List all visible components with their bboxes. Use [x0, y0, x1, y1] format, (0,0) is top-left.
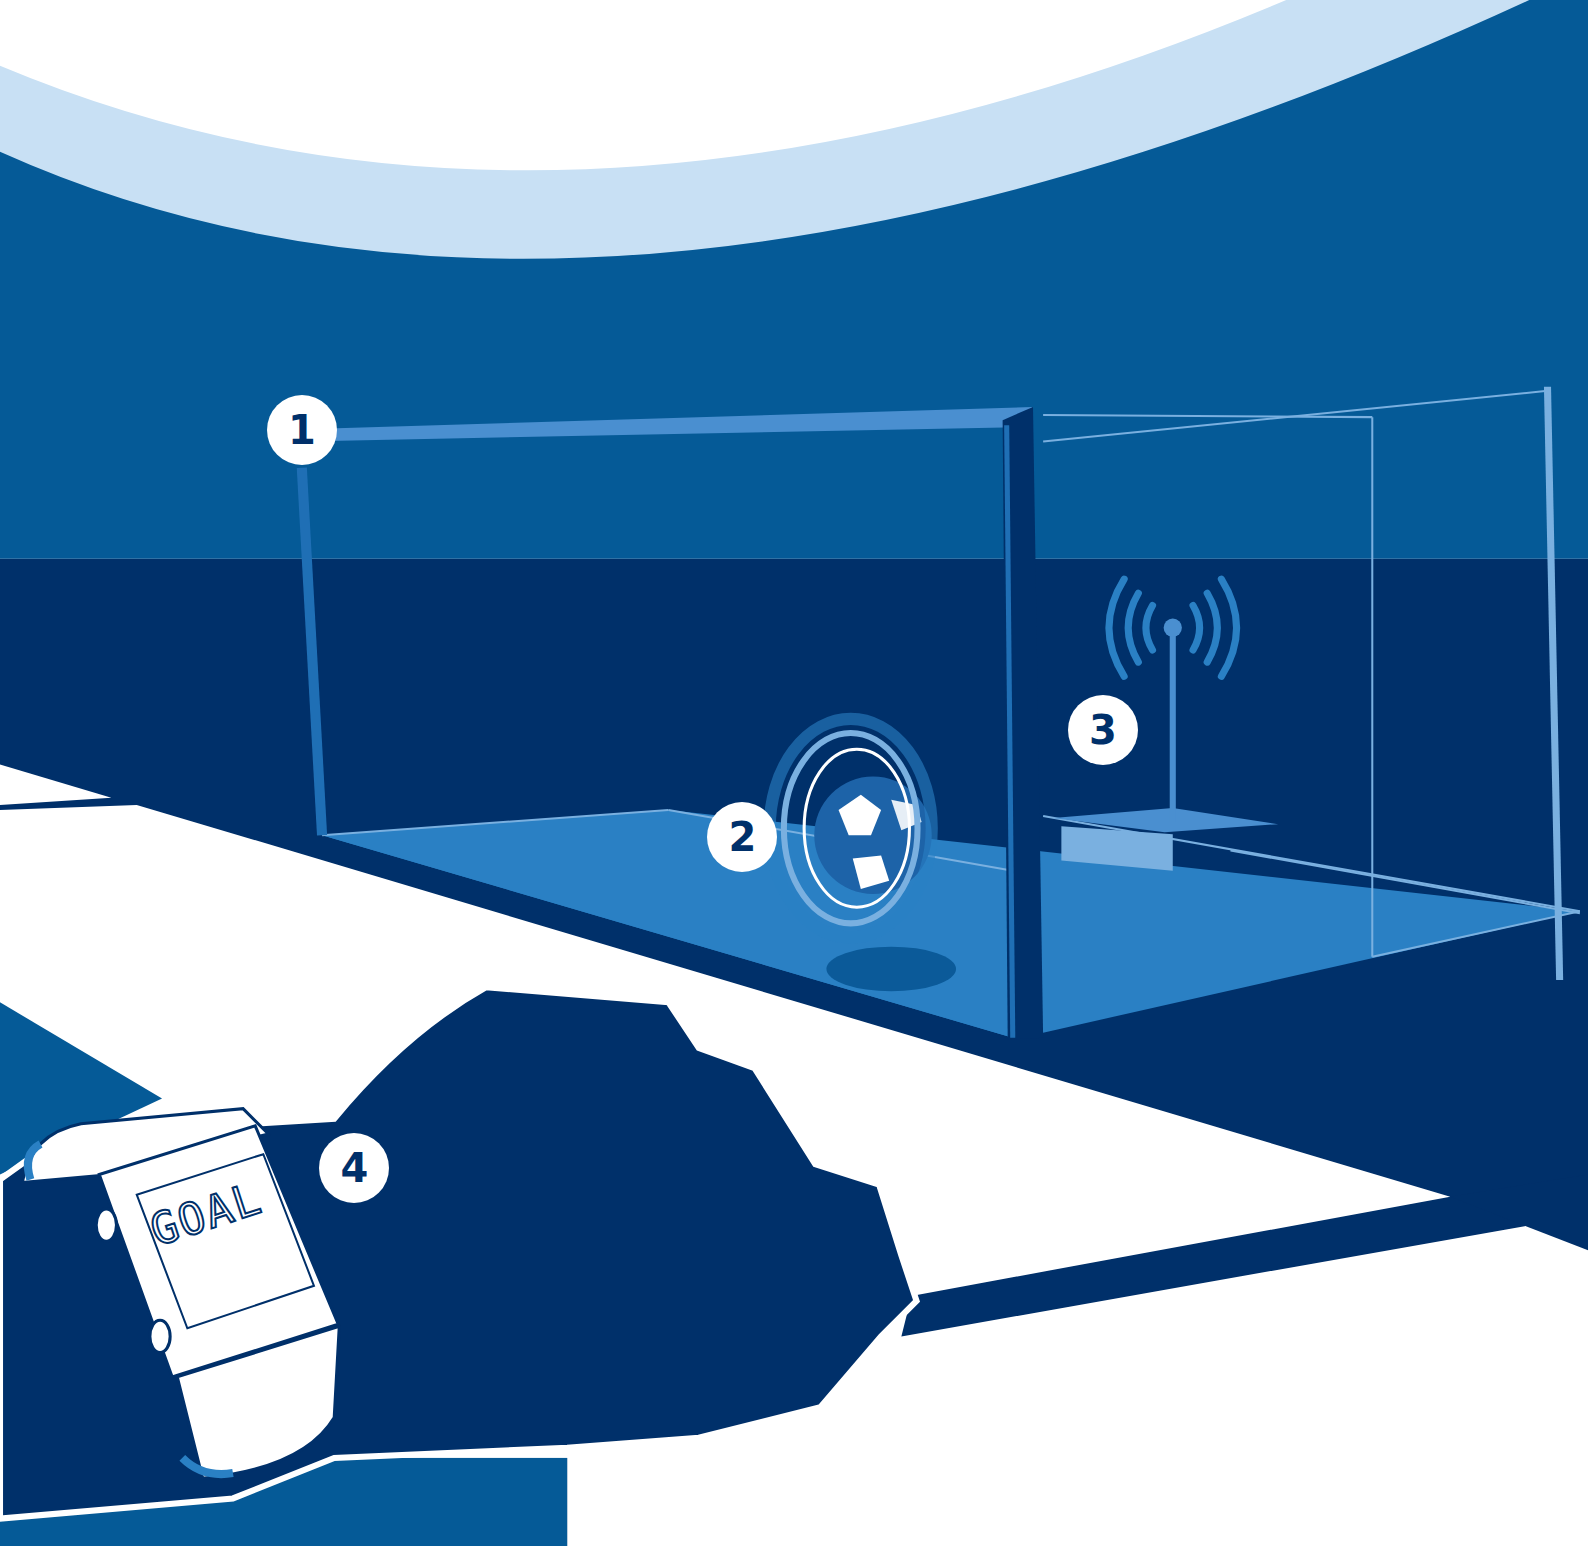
hand	[0, 987, 917, 1519]
ball-signal	[770, 719, 932, 938]
pitch	[0, 805, 1588, 1546]
callout-number: 2	[707, 802, 777, 872]
left-post	[302, 468, 322, 836]
pitch-line	[0, 764, 111, 804]
net-post	[1547, 387, 1559, 980]
ball-shadow	[826, 947, 956, 992]
sky-band	[0, 0, 1588, 559]
callout-number: 4	[319, 1133, 389, 1203]
callout-number: 1	[267, 395, 337, 465]
lower-wall	[0, 559, 1588, 1546]
watch	[22, 1109, 339, 1479]
right-post	[1003, 407, 1044, 1040]
callout-number: 3	[1068, 695, 1138, 765]
receiver	[1053, 619, 1278, 871]
crossbar	[304, 407, 1033, 441]
goal-net	[322, 391, 1580, 957]
antenna-waves	[1109, 579, 1237, 676]
pitch-edge	[1450, 1174, 1588, 1250]
post-edge	[1007, 425, 1013, 1038]
stand-wall	[0, 0, 1588, 559]
